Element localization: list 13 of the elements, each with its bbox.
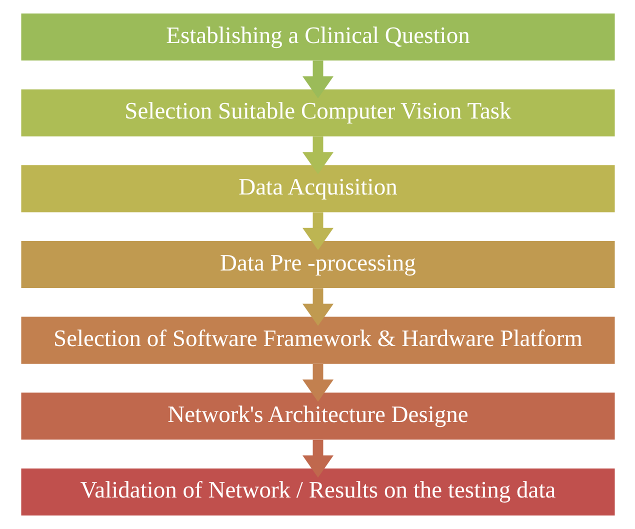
arrow: [302, 136, 334, 174]
arrow: [302, 364, 334, 402]
node-box: Validation of Network / Results on the testing data: [20, 468, 614, 516]
arrow: [302, 288, 334, 326]
arrow: [302, 212, 334, 250]
node-box: Network's Architecture Designe: [20, 392, 614, 440]
node-box: Selection Suitable Computer Vision Task: [20, 89, 614, 136]
node-box: Data Pre -processing: [20, 240, 614, 288]
arrow: [302, 60, 334, 98]
node-box: Establishing a Clinical Question: [20, 13, 614, 61]
node-box: Data Acquisition: [20, 165, 614, 212]
node-box: Selection of Software Framework & Hardware Platform: [20, 316, 614, 364]
arrow: [302, 440, 334, 478]
